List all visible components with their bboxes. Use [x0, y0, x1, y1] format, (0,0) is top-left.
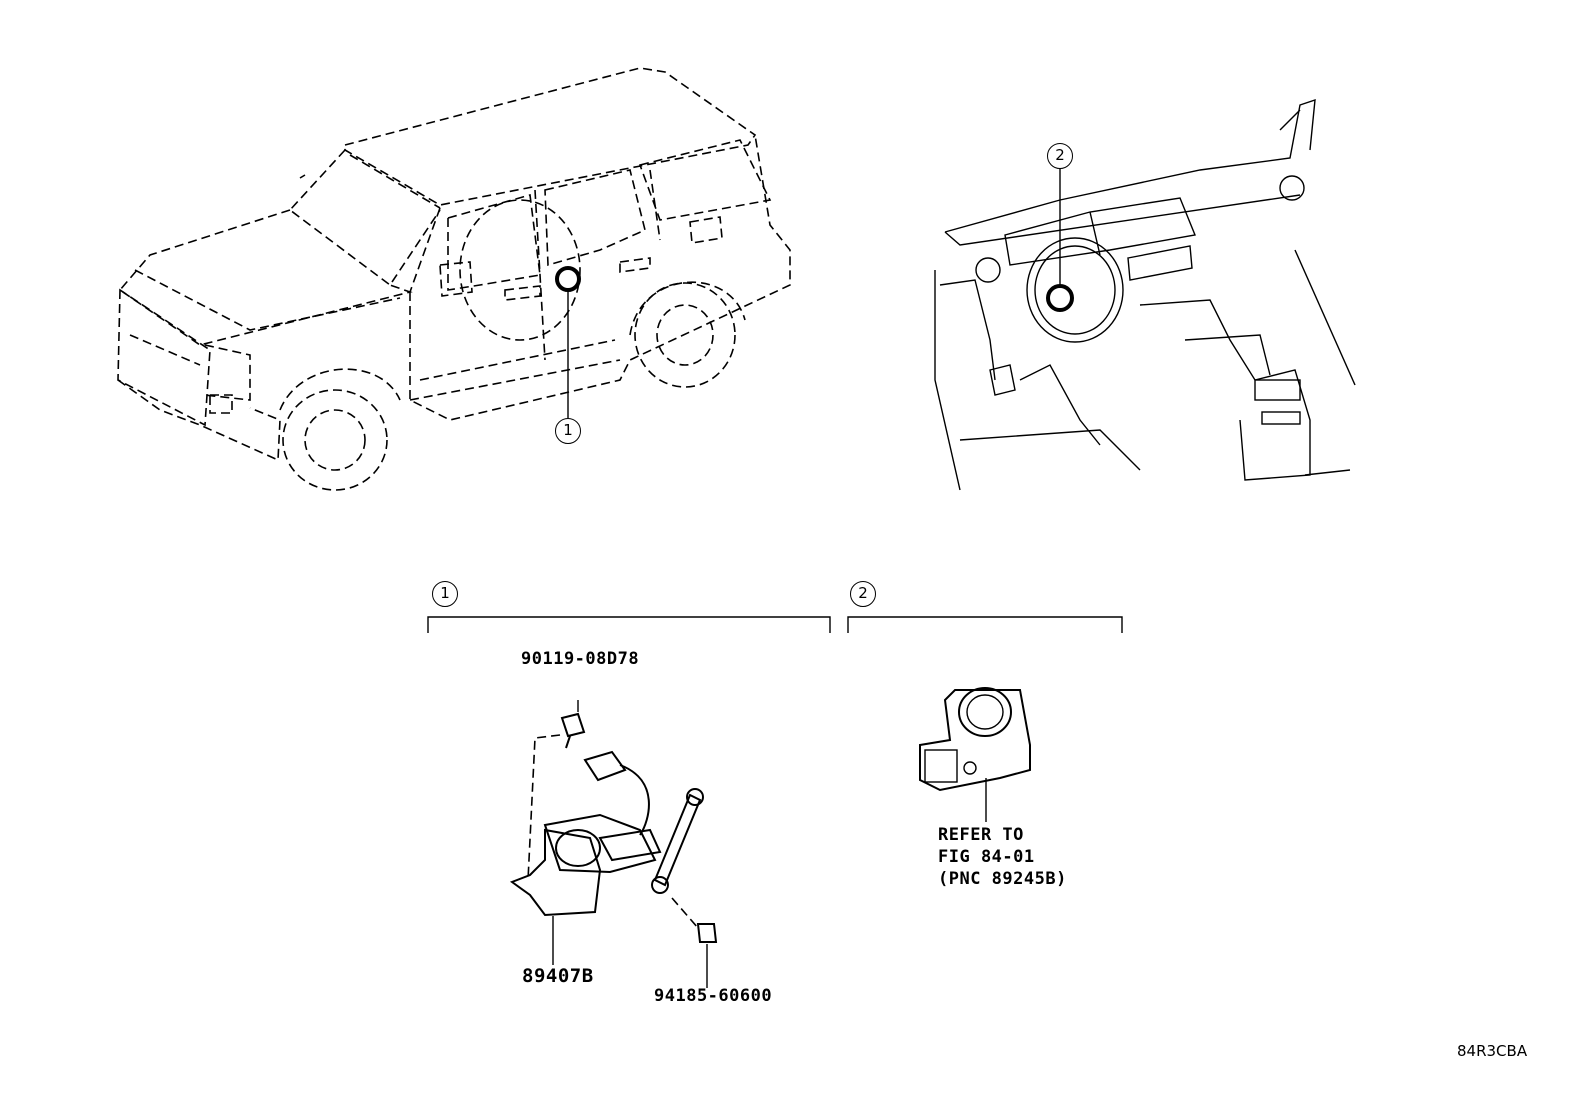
nut-part-number[interactable]: 94185-60600	[654, 986, 773, 1006]
group-1-bracket	[427, 616, 831, 633]
vehicle-illustration	[117, 67, 791, 491]
vehicle-callout-1: 1	[555, 418, 581, 444]
diagram-code: 84R3CBA	[1457, 1042, 1528, 1060]
dashboard-illustration	[934, 98, 1356, 491]
reference-line-1: REFER TO	[938, 825, 1024, 845]
group-2-callout: 2	[850, 581, 876, 607]
height-sensor-drawing	[509, 700, 718, 988]
reference-line-3: (PNC 89245B)	[938, 869, 1067, 889]
bolt-part-number[interactable]: 90119-08D78	[521, 649, 640, 669]
dashboard-callout-2: 2	[1047, 143, 1073, 169]
group-1-callout: 1	[432, 581, 458, 607]
sensor-part-number[interactable]: 89407B	[522, 965, 594, 987]
group-2-bracket	[847, 616, 1123, 633]
spiral-cable-drawing	[919, 687, 1031, 822]
reference-line-2[interactable]: FIG 84-01	[938, 847, 1035, 867]
